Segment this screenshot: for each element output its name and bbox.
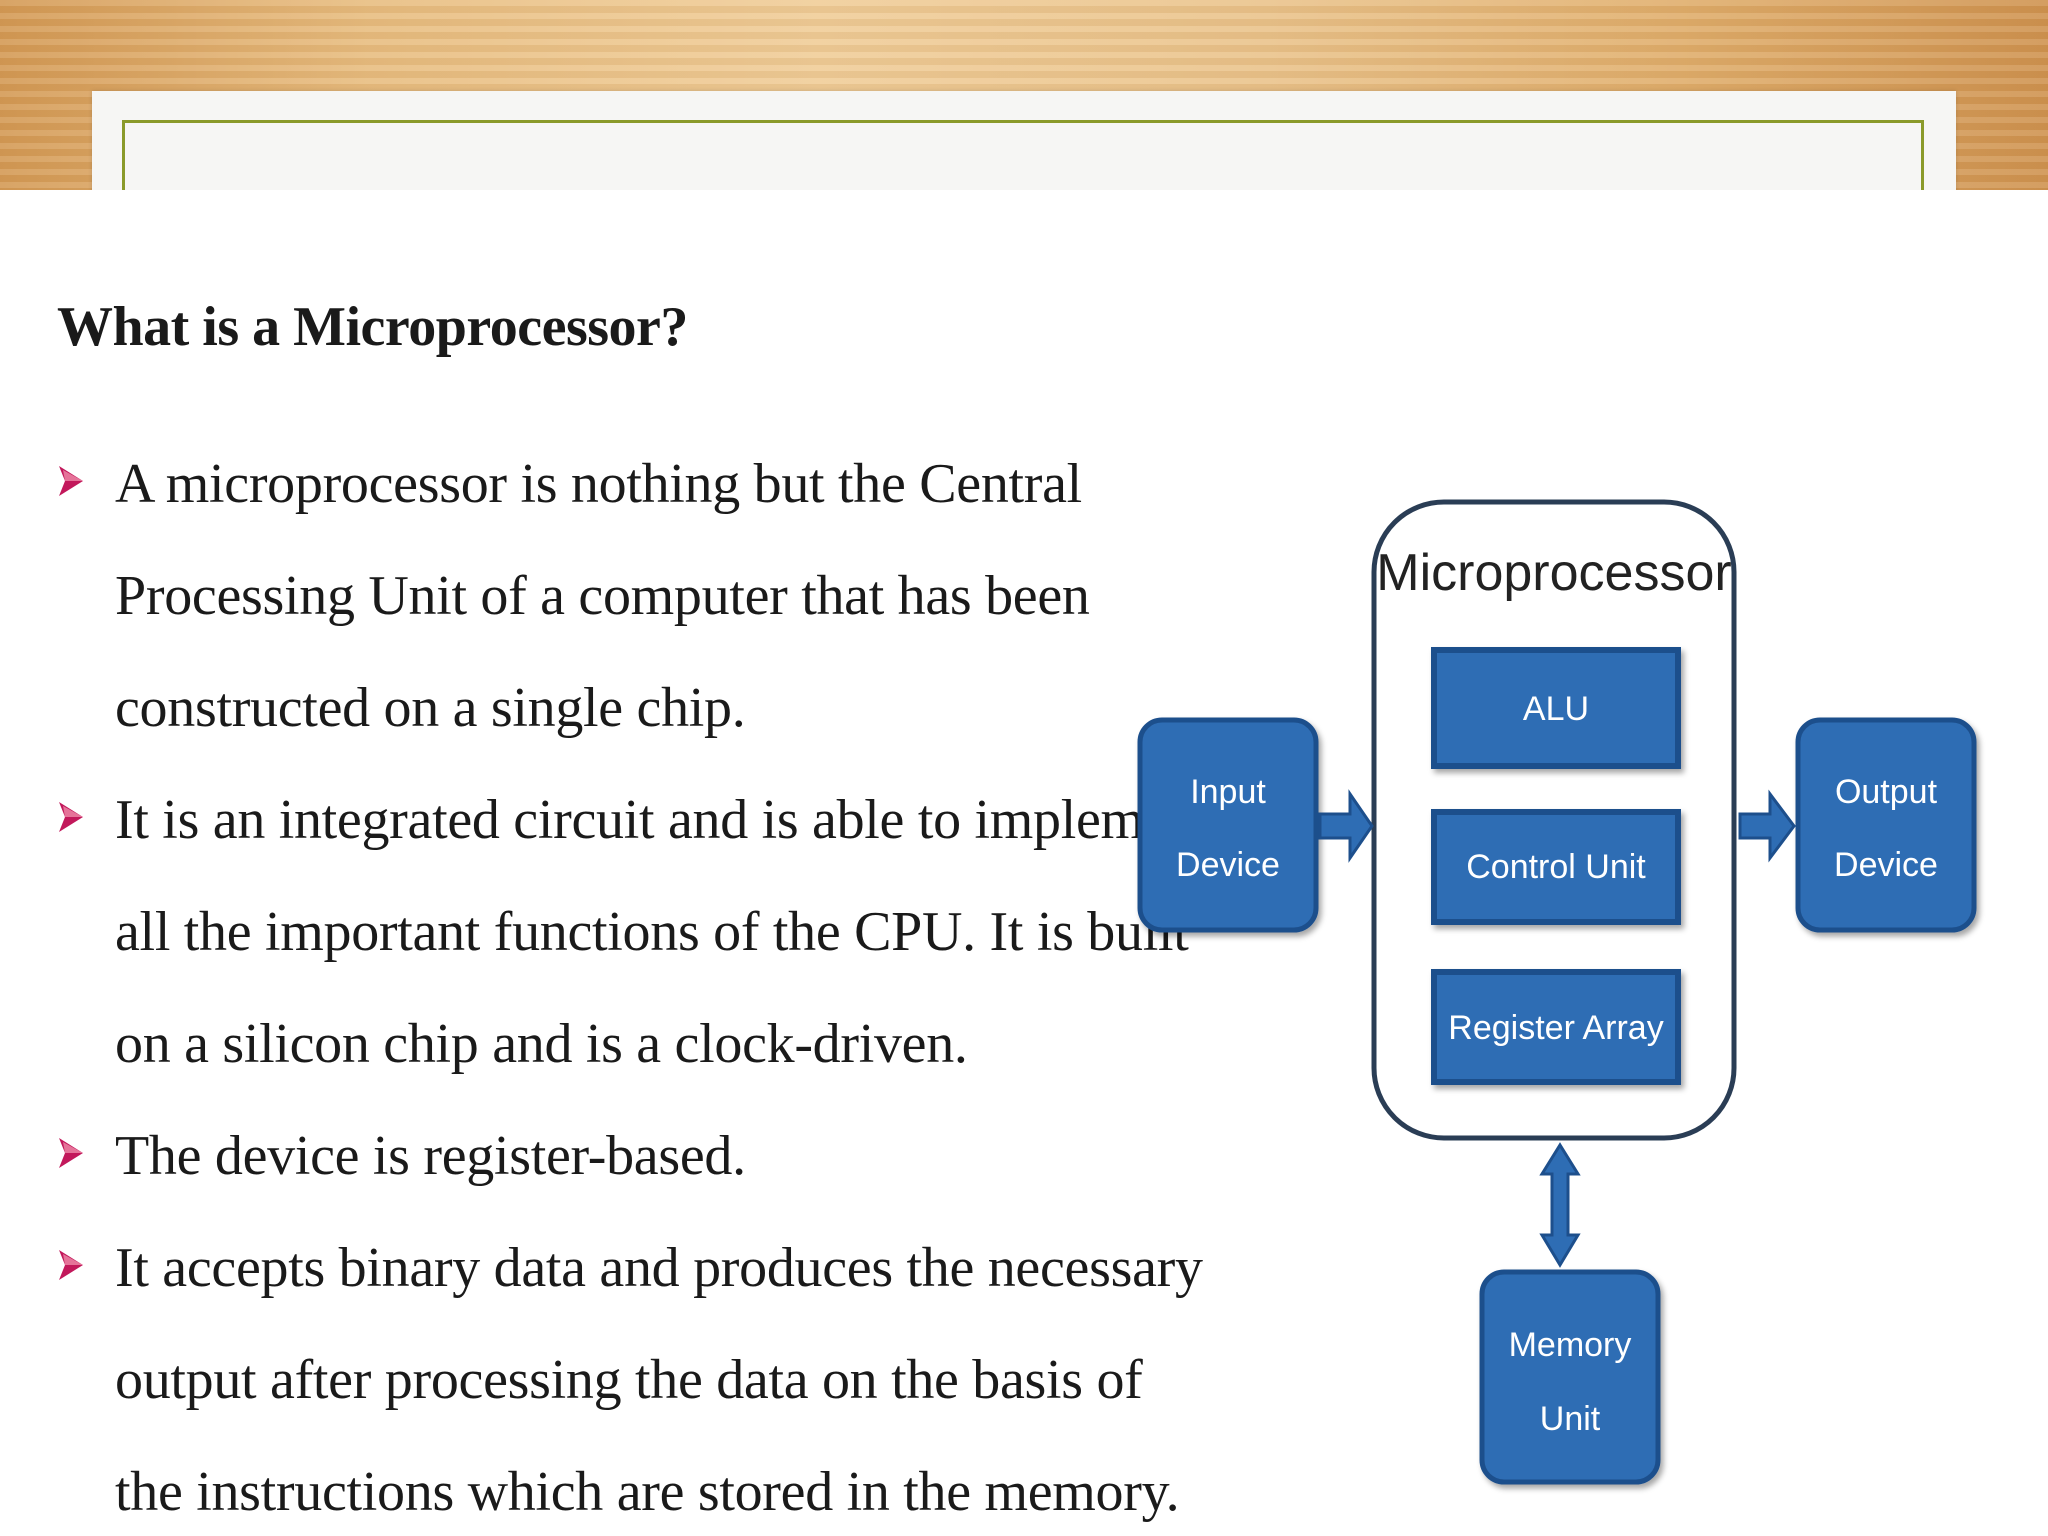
bullet-1-line-3: constructed on a single chip. [115,677,746,739]
input-device-block: Input Device [1137,717,1319,933]
bullet-arrow-icon [59,1138,83,1168]
bullet-arrow-icon [59,802,83,832]
bullet-4-line-2: output after processing the data on the … [115,1349,1143,1411]
input-to-cpu-arrow [1318,789,1374,863]
alu-block: ALU [1431,647,1681,769]
bullet-1-line-1: A microprocessor is nothing but the Cent… [115,453,1082,515]
register-array-block: Register Array [1431,969,1681,1085]
input-device-label-line-2: Device [1176,846,1280,884]
control-unit-label: Control Unit [1466,848,1646,886]
output-device-block: Output Device [1795,717,1977,933]
bullet-1-line-2: Processing Unit of a computer that has b… [115,565,1090,627]
memory-unit-block: Memory Unit [1479,1269,1661,1485]
cpu-to-output-arrow [1738,789,1796,863]
microprocessor-block-diagram: Microprocessor ALU Control Unit Register… [1137,499,1977,1485]
bullet-2-line-3: on a silicon chip and is a clock-driven. [115,1013,968,1075]
register-array-label: Register Array [1448,1009,1663,1047]
control-unit-block: Control Unit [1431,809,1681,925]
bullet-2-line-1: It is an integrated circuit and is able … [115,789,1212,851]
bullet-4-line-3: the instructions which are stored in the… [115,1461,1180,1523]
bullet-arrow-icon [59,466,83,496]
slide-heading: What is a Microprocessor? [57,296,688,358]
microprocessor-label: Microprocessor [1376,544,1731,602]
input-device-label-line-1: Input [1190,773,1266,811]
cpu-memory-bidirectional-arrow [1539,1142,1581,1268]
memory-unit-label-line-1: Memory [1509,1326,1632,1364]
bullet-3-line-1: The device is register-based. [115,1125,746,1187]
output-device-label-line-1: Output [1835,773,1938,811]
bullet-2-line-2: all the important functions of the CPU. … [115,901,1189,963]
slide-title-card [92,91,1956,201]
alu-label: ALU [1523,690,1589,728]
output-device-label-line-2: Device [1834,846,1938,884]
bullet-4-line-1: It accepts binary data and produces the … [115,1237,1203,1299]
slide-title-frame [122,120,1924,210]
bullet-arrow-icon [59,1250,83,1280]
memory-unit-label-line-2: Unit [1540,1400,1601,1438]
